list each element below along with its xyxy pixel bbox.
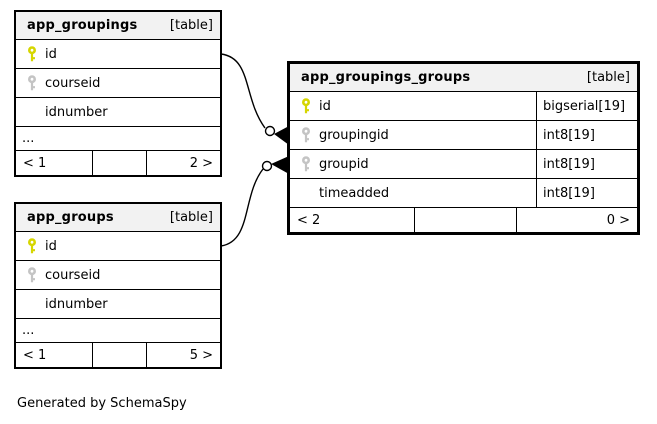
zero-or-one-icon — [261, 160, 273, 172]
table-name: app_groupings_groups — [301, 70, 471, 85]
table-name: app_groupings — [27, 18, 138, 33]
footer-spacer — [415, 208, 517, 232]
related-count-right: 5 > — [189, 347, 213, 363]
column-row-courseid: courseid — [16, 261, 220, 290]
index-key-icon — [301, 127, 311, 143]
column-row-idnumber: idnumber — [16, 290, 220, 319]
footer-spacer — [93, 343, 147, 367]
column-name: groupingid — [319, 127, 389, 143]
column-row-id: id — [16, 232, 220, 261]
column-name: id — [45, 46, 57, 62]
table-tag: [table] — [169, 18, 213, 33]
table-header[interactable]: app_groupings_groups [table] — [290, 64, 637, 92]
table-header[interactable]: app_groups [table] — [16, 204, 220, 232]
primary-key-icon — [301, 98, 311, 114]
table-footer: < 1 2 > — [16, 151, 220, 175]
footer-spacer — [93, 151, 147, 175]
table-app-groups: app_groups [table] id courseid — [14, 202, 222, 369]
column-row-idnumber: idnumber — [16, 98, 220, 127]
related-count-right: 2 > — [189, 155, 213, 171]
column-name: groupid — [319, 156, 369, 172]
index-key-icon — [27, 267, 37, 283]
column-row-groupingid: groupingid int8[19] — [290, 121, 637, 150]
relationship-line-groupid — [220, 156, 289, 247]
column-name: courseid — [45, 75, 101, 91]
table-name: app_groups — [27, 210, 114, 225]
primary-key-icon — [27, 46, 37, 62]
column-type: int8[19] — [536, 121, 637, 149]
zero-or-one-icon — [264, 125, 276, 137]
column-name: courseid — [45, 267, 101, 283]
column-name: timeadded — [319, 185, 390, 201]
column-name: idnumber — [45, 296, 108, 312]
index-key-icon — [27, 75, 37, 91]
table-footer: < 1 5 > — [16, 343, 220, 367]
generated-by-note: Generated by SchemaSpy — [17, 396, 187, 411]
index-key-icon — [301, 156, 311, 172]
ellipsis-row: ... — [16, 319, 220, 343]
table-tag: [table] — [586, 70, 630, 85]
primary-key-icon — [27, 238, 37, 254]
column-row-id: id — [16, 40, 220, 69]
table-tag: [table] — [169, 210, 213, 225]
table-header[interactable]: app_groupings [table] — [16, 12, 220, 40]
column-row-timeadded: timeadded int8[19] — [290, 179, 637, 208]
related-count-left: < 1 — [16, 343, 93, 367]
column-type: bigserial[19] — [536, 92, 637, 120]
table-footer: < 2 0 > — [290, 208, 637, 232]
column-row-groupid: groupid int8[19] — [290, 150, 637, 179]
ellipsis-row: ... — [16, 127, 220, 151]
related-count-right: 0 > — [606, 212, 630, 228]
column-name: id — [45, 238, 57, 254]
table-app-groupings-groups: app_groupings_groups [table] id bigseria… — [287, 61, 640, 235]
column-row-id: id bigserial[19] — [290, 92, 637, 121]
column-type: int8[19] — [536, 179, 637, 207]
table-app-groupings: app_groupings [table] id courseid — [14, 10, 222, 177]
column-type: int8[19] — [536, 150, 637, 178]
column-name: id — [319, 98, 331, 114]
relationship-line-groupingid — [220, 53, 289, 145]
related-count-left: < 1 — [16, 151, 93, 175]
column-row-courseid: courseid — [16, 69, 220, 98]
column-name: idnumber — [45, 104, 108, 120]
related-count-left: < 2 — [290, 208, 415, 232]
